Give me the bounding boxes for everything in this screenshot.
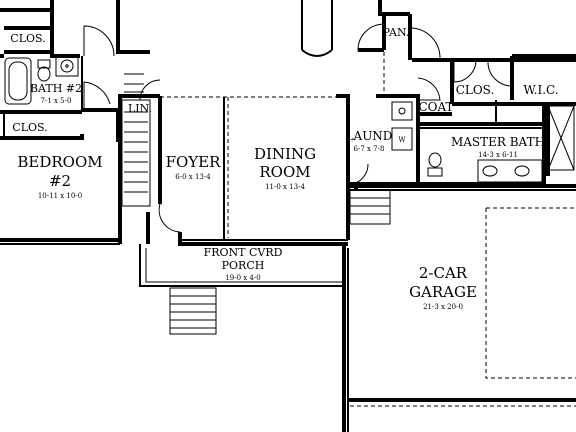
stairs-garage bbox=[349, 189, 391, 225]
dining-dim: 11-0 x 13-4 bbox=[265, 183, 305, 191]
bedroom2-number: #2 bbox=[49, 172, 71, 190]
room-labels: CLOS. BATH #2 7-1 x 5-0 CLOS. BEDROOM #2… bbox=[10, 26, 558, 311]
master-bath-label: MASTER BATH bbox=[451, 135, 545, 149]
sink-icon bbox=[55, 55, 79, 77]
dining-label-2: ROOM bbox=[259, 163, 310, 181]
stairs-interior bbox=[121, 73, 151, 207]
vanity-icon bbox=[477, 159, 543, 183]
fixtures: W bbox=[4, 55, 575, 183]
laundry-label: LAUND bbox=[346, 129, 393, 143]
dining-label: DINING bbox=[254, 145, 316, 163]
bedroom2-dim: 10-11 x 10-0 bbox=[38, 192, 82, 200]
bedroom2-label: BEDROOM bbox=[17, 153, 102, 171]
foyer-label: FOYER bbox=[166, 153, 222, 171]
foyer-dim: 6-0 x 13-4 bbox=[175, 173, 211, 181]
wic-label: W.I.C. bbox=[523, 83, 558, 97]
toilet-icon-master bbox=[427, 167, 443, 177]
washer-icon bbox=[391, 101, 413, 121]
dryer-icon bbox=[391, 127, 413, 151]
washer-label: W bbox=[398, 136, 406, 144]
garage-label-2: GARAGE bbox=[409, 283, 477, 301]
laundry-dim: 6-7 x 7-8 bbox=[354, 145, 385, 153]
bath2-dim: 7-1 x 5-0 bbox=[41, 97, 72, 105]
porch-outline bbox=[139, 244, 344, 287]
garage-dim: 21-3 x 20-0 bbox=[423, 303, 463, 311]
stairs-porch bbox=[169, 287, 217, 335]
porch-dim: 19-0 x 4-0 bbox=[225, 274, 260, 282]
porch-label-2: PORCH bbox=[222, 259, 265, 272]
master-bath-dim: 14-3 x 6-11 bbox=[478, 151, 518, 159]
porch-label: FRONT CVRD bbox=[204, 246, 283, 259]
pantry-label: PAN. bbox=[383, 26, 410, 39]
bath2-label: BATH #2 bbox=[30, 82, 82, 95]
closet-right-label: CLOS. bbox=[456, 83, 495, 97]
clos-left-label: CLOS. bbox=[12, 121, 47, 134]
linen-label: LIN. bbox=[128, 102, 152, 115]
garage-label: 2-CAR bbox=[419, 264, 468, 282]
clos-top-label: CLOS. bbox=[10, 32, 45, 45]
coat-label: COAT bbox=[418, 100, 453, 114]
toilet-icon bbox=[37, 59, 51, 69]
bathtub-icon bbox=[4, 57, 32, 105]
doors bbox=[83, 23, 513, 233]
shower-icon bbox=[547, 105, 575, 171]
